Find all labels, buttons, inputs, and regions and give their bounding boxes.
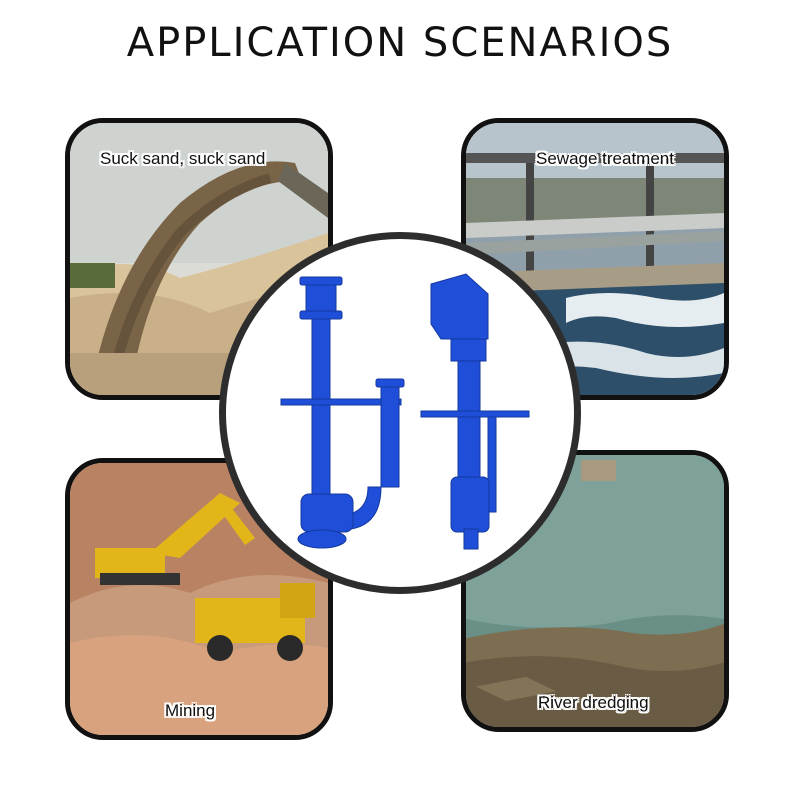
scenario-label-mining: Mining [165,701,216,720]
left-pump-icon [280,276,405,549]
sewage-treatment-photo [466,123,724,395]
scenario-label-river: River dredging [538,693,649,712]
vertical-pumps-illustration [280,273,530,550]
pump-product-circle [219,232,581,594]
sand-pumping-photo [70,123,328,395]
scenario-label-sewage: Sewage treatment [536,149,674,168]
scenario-card-sand: Suck sand, suck sand [65,118,333,400]
scenario-card-sewage: Sewage treatment [461,118,729,400]
page-title: APPLICATION SCENARIOS [126,20,674,66]
right-pump-icon [420,273,530,550]
scenario-label-sand: Suck sand, suck sand [100,149,266,168]
